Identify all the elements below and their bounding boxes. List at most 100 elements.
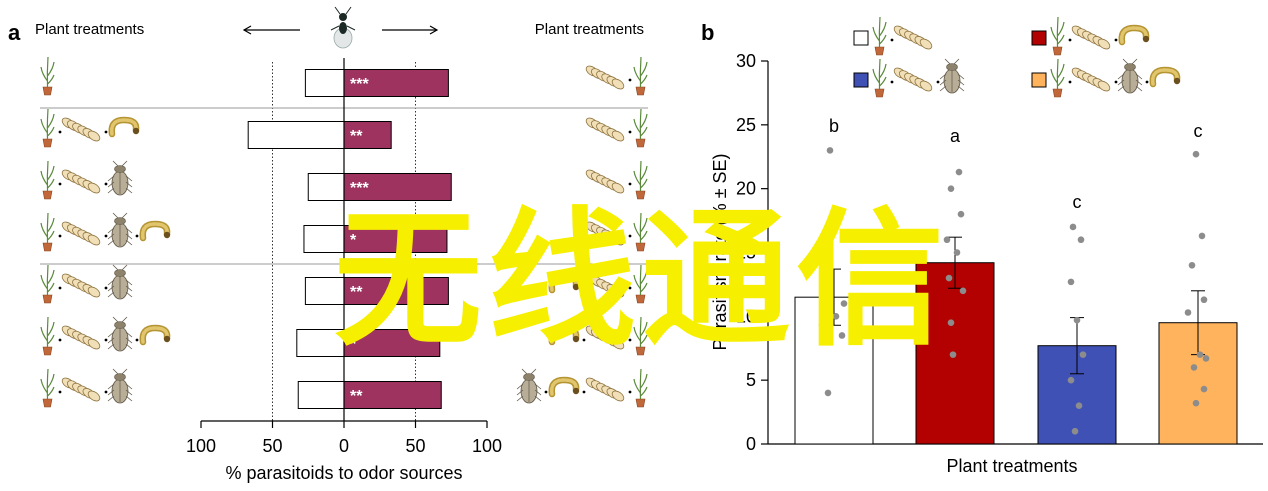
separator-dot [58,234,62,238]
y-tick-label: 30 [736,51,756,71]
significance-label: ** [350,388,363,405]
significance-letter: c [1073,192,1082,212]
separator-dot [628,182,632,186]
legend-swatch [1031,30,1047,46]
separator-dot [628,78,632,82]
separator-dot [104,390,108,394]
bar-left [304,277,345,305]
bar-left [297,381,345,409]
bar-left [307,173,345,201]
eggs-icon [893,67,933,92]
bar-left [296,329,345,357]
plant-icon [40,108,55,148]
eggs-icon [585,65,625,90]
plant-icon [633,316,648,356]
eggs-icon [1071,67,1111,92]
eggs-icon [61,273,101,298]
data-point [947,319,955,327]
separator-dot [1114,80,1118,84]
significance-label: *** [350,180,369,197]
legend-swatch [853,30,869,46]
eggs-icon [585,325,625,350]
separator-dot [1068,80,1072,84]
plant-icon [872,16,887,56]
data-point [957,210,965,218]
data-point [1196,351,1204,358]
eggs-icon [61,325,101,350]
bug-icon [516,368,542,404]
panel-b-y-axis-label: Parasitism rate (% ± SE) [710,154,730,351]
x-tick-label: 0 [339,436,349,456]
separator-dot [890,38,894,42]
data-point [820,283,828,291]
bar-right [343,277,449,305]
data-point [943,236,951,244]
legend-item [1031,16,1150,56]
x-tick-label: 50 [405,436,425,456]
significance-letter: b [829,116,839,136]
right-arrow-icon [382,25,439,35]
plant-icon [633,160,648,200]
data-point [953,249,961,256]
legend-item [853,16,933,56]
eggs-icon [1071,25,1111,50]
y-tick-label: 20 [736,179,756,199]
separator-dot [628,286,632,290]
separator-dot [58,286,62,290]
bar-left [303,225,345,253]
eggs-icon [585,169,625,194]
x-tick-label: 100 [472,436,502,456]
eggs-icon [61,117,101,142]
eggs-icon [585,221,625,246]
data-point [955,168,963,176]
separator-dot [58,182,62,186]
separator-dot [1114,38,1118,42]
data-point [824,389,832,397]
eggs-icon [61,377,101,402]
larva-icon [548,272,580,294]
significance-letter: c [1194,121,1203,141]
left-header: Plant treatments [35,21,144,38]
data-point [840,300,848,307]
separator-dot [936,80,940,84]
separator-dot [104,182,108,186]
data-point [1075,402,1083,410]
y-tick-label: 15 [736,243,756,263]
separator-dot [628,130,632,134]
separator-dot [58,390,62,394]
separator-dot [628,338,632,342]
data-point [1071,427,1079,435]
bar-right [343,121,392,149]
data-point [1188,261,1196,269]
data-point [818,321,826,329]
data-point [838,332,846,339]
separator-dot [628,390,632,394]
bug-icon [107,160,133,196]
data-point [945,274,953,282]
eggs-icon [585,117,625,142]
eggs-icon [893,25,933,50]
bar-right [343,381,442,409]
data-point [1184,309,1192,316]
plant-icon [40,316,55,356]
bar-right [343,329,441,357]
y-tick-label: 0 [746,434,756,454]
eggs-icon [61,221,101,246]
significance-label: * [350,232,357,249]
plant-icon [40,56,55,96]
data-point [832,313,840,320]
separator-dot [104,234,108,238]
data-point [1079,351,1087,358]
legend-item [853,58,965,98]
separator-dot [135,234,139,238]
wasp-icon [330,6,356,49]
larva-icon [548,376,580,398]
legend-swatch [853,72,869,88]
plant-icon [633,368,648,408]
data-point [836,210,844,218]
bug-icon [939,58,965,94]
data-point [1200,385,1208,393]
legend-item [1031,58,1181,98]
